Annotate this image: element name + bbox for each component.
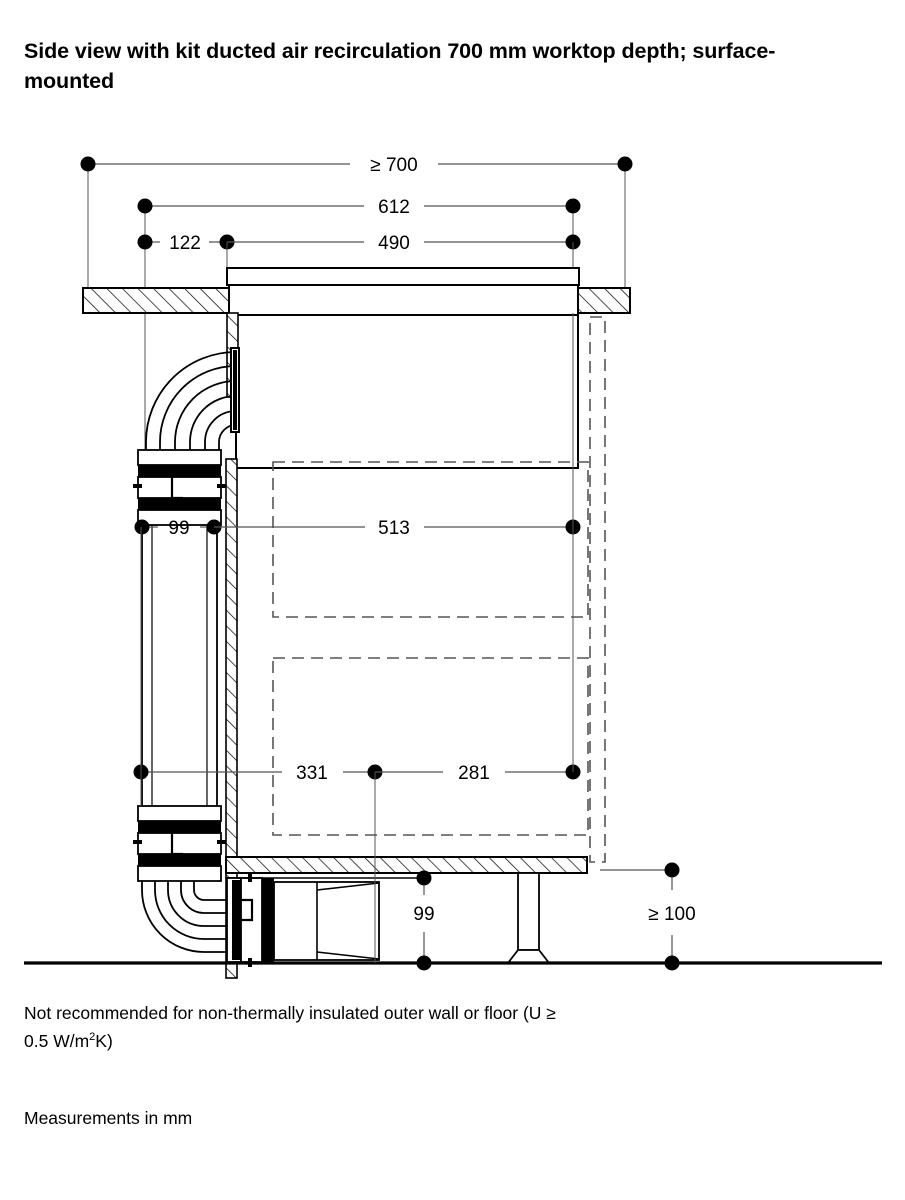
technical-drawing-canvas: ≥ 700 612 xyxy=(0,120,905,990)
dimension-label-490: 490 xyxy=(378,233,410,254)
hidden-outline-upper xyxy=(272,461,589,618)
note-line-2-pre: 0.5 W/m xyxy=(24,1031,90,1051)
dimension-label-700: ≥ 700 xyxy=(370,155,417,176)
dimension-331: 331 xyxy=(133,527,383,963)
extractor-body xyxy=(235,314,579,469)
lower-duct-elbow xyxy=(141,881,227,953)
lower-duct-coupling xyxy=(133,805,226,882)
dimension-100: ≥ 100 xyxy=(600,862,696,971)
dimension-label-513: 513 xyxy=(378,518,410,539)
units-note: Measurements in mm xyxy=(24,1108,193,1128)
dimension-281: 281 xyxy=(375,527,581,784)
page-title: Side view with kit ducted air recirculat… xyxy=(24,39,776,93)
support-leg xyxy=(506,872,551,964)
dimension-label-331: 331 xyxy=(296,763,328,784)
dimension-700: ≥ 700 xyxy=(80,155,633,295)
dimension-group-bottom: 99 ≥ 100 xyxy=(413,862,696,971)
dimension-label-122: 122 xyxy=(169,233,201,254)
dimension-99-bottom: 99 xyxy=(413,870,435,971)
upper-duct-coupling xyxy=(133,449,226,526)
note-superscript: 2 xyxy=(89,1031,96,1044)
dimension-label-100: ≥ 100 xyxy=(648,904,695,925)
hidden-outline-lower xyxy=(272,657,589,836)
dimension-dot xyxy=(664,955,680,971)
fan-blower-box xyxy=(273,881,380,961)
dimension-dot xyxy=(137,234,153,250)
dimension-label-612: 612 xyxy=(378,197,410,218)
cabinet-base-slab xyxy=(225,856,588,874)
upper-duct-flange xyxy=(230,347,240,433)
dimension-label-281: 281 xyxy=(458,763,490,784)
dimension-dot xyxy=(137,198,153,214)
vertical-duct-run xyxy=(141,525,218,806)
note-line-2-post: K) xyxy=(95,1031,113,1051)
dimension-dot xyxy=(134,519,150,535)
fan-unit-coupling xyxy=(226,873,274,967)
dimension-122: 122 xyxy=(137,233,235,280)
thermal-insulation-note: Not recommended for non-thermally insula… xyxy=(24,999,814,1055)
dimension-label-99-top: 99 xyxy=(168,518,189,539)
dimension-513: 513 xyxy=(214,313,581,539)
dimension-dot xyxy=(80,156,96,172)
dimension-dot xyxy=(416,870,432,886)
dimension-label-99-bottom: 99 xyxy=(413,904,434,925)
upper-duct-elbow xyxy=(145,351,237,469)
dimension-dot xyxy=(664,862,680,878)
dimension-dot xyxy=(617,156,633,172)
dimension-dot xyxy=(565,198,581,214)
cooktop-top-plate xyxy=(226,267,580,286)
side-view-svg: ≥ 700 612 xyxy=(24,155,882,979)
dimension-group-middle: 99 513 331 xyxy=(133,313,581,963)
dimension-dot xyxy=(416,955,432,971)
worktop-left-segment xyxy=(82,287,230,314)
dimension-group-top: ≥ 700 612 xyxy=(80,155,633,468)
worktop-right-segment xyxy=(577,287,631,314)
note-line-1: Not recommended for non-thermally insula… xyxy=(24,1003,556,1023)
cooktop-collar xyxy=(228,284,579,316)
hidden-duct-channel xyxy=(589,316,606,863)
